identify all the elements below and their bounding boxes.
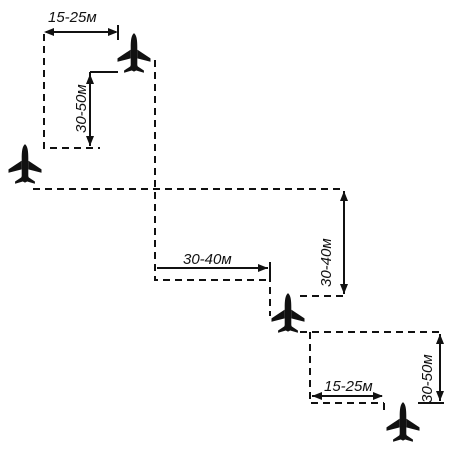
dim-top-arrow-left	[44, 28, 54, 36]
dim-far-right-arrow-top	[436, 334, 444, 344]
second-element-down-line	[309, 332, 384, 404]
dimension-labels: 15-25м 30-50м 30-40м 30-40м 15-25м 30-50…	[48, 9, 436, 403]
dim-mid-arrow-right	[258, 264, 268, 272]
dim-label-left: 30-50м	[73, 84, 90, 133]
dim-label-far-right: 30-50м	[419, 354, 436, 403]
dim-label-top: 15-25м	[48, 9, 97, 26]
dim-top-arrow-right	[108, 28, 118, 36]
dim-right-arrow-top	[340, 191, 348, 201]
dim-left-arrow-top	[86, 74, 94, 84]
trail-aircraft-icon	[386, 402, 420, 442]
second-element-aircraft-icon	[271, 293, 305, 333]
dim-left-arrow-bottom	[86, 136, 94, 146]
dim-lower-arrow-right	[373, 392, 383, 400]
dim-label-middle: 30-40м	[183, 251, 232, 268]
dimension-lines	[44, 25, 444, 404]
lead-vertical-line	[154, 60, 270, 281]
lead-aircraft-icon	[117, 33, 151, 73]
left-wingman-aircraft-icon	[8, 144, 42, 184]
dim-label-right: 30-40м	[318, 238, 335, 287]
dim-label-lower: 15-25м	[324, 378, 373, 395]
dim-right-arrow-bottom	[340, 284, 348, 294]
dim-lower-arrow-left	[312, 392, 322, 400]
formation-lines	[33, 34, 440, 412]
left-wingman-vertical-line	[43, 34, 100, 149]
dim-far-right-arrow-bottom	[436, 391, 444, 401]
